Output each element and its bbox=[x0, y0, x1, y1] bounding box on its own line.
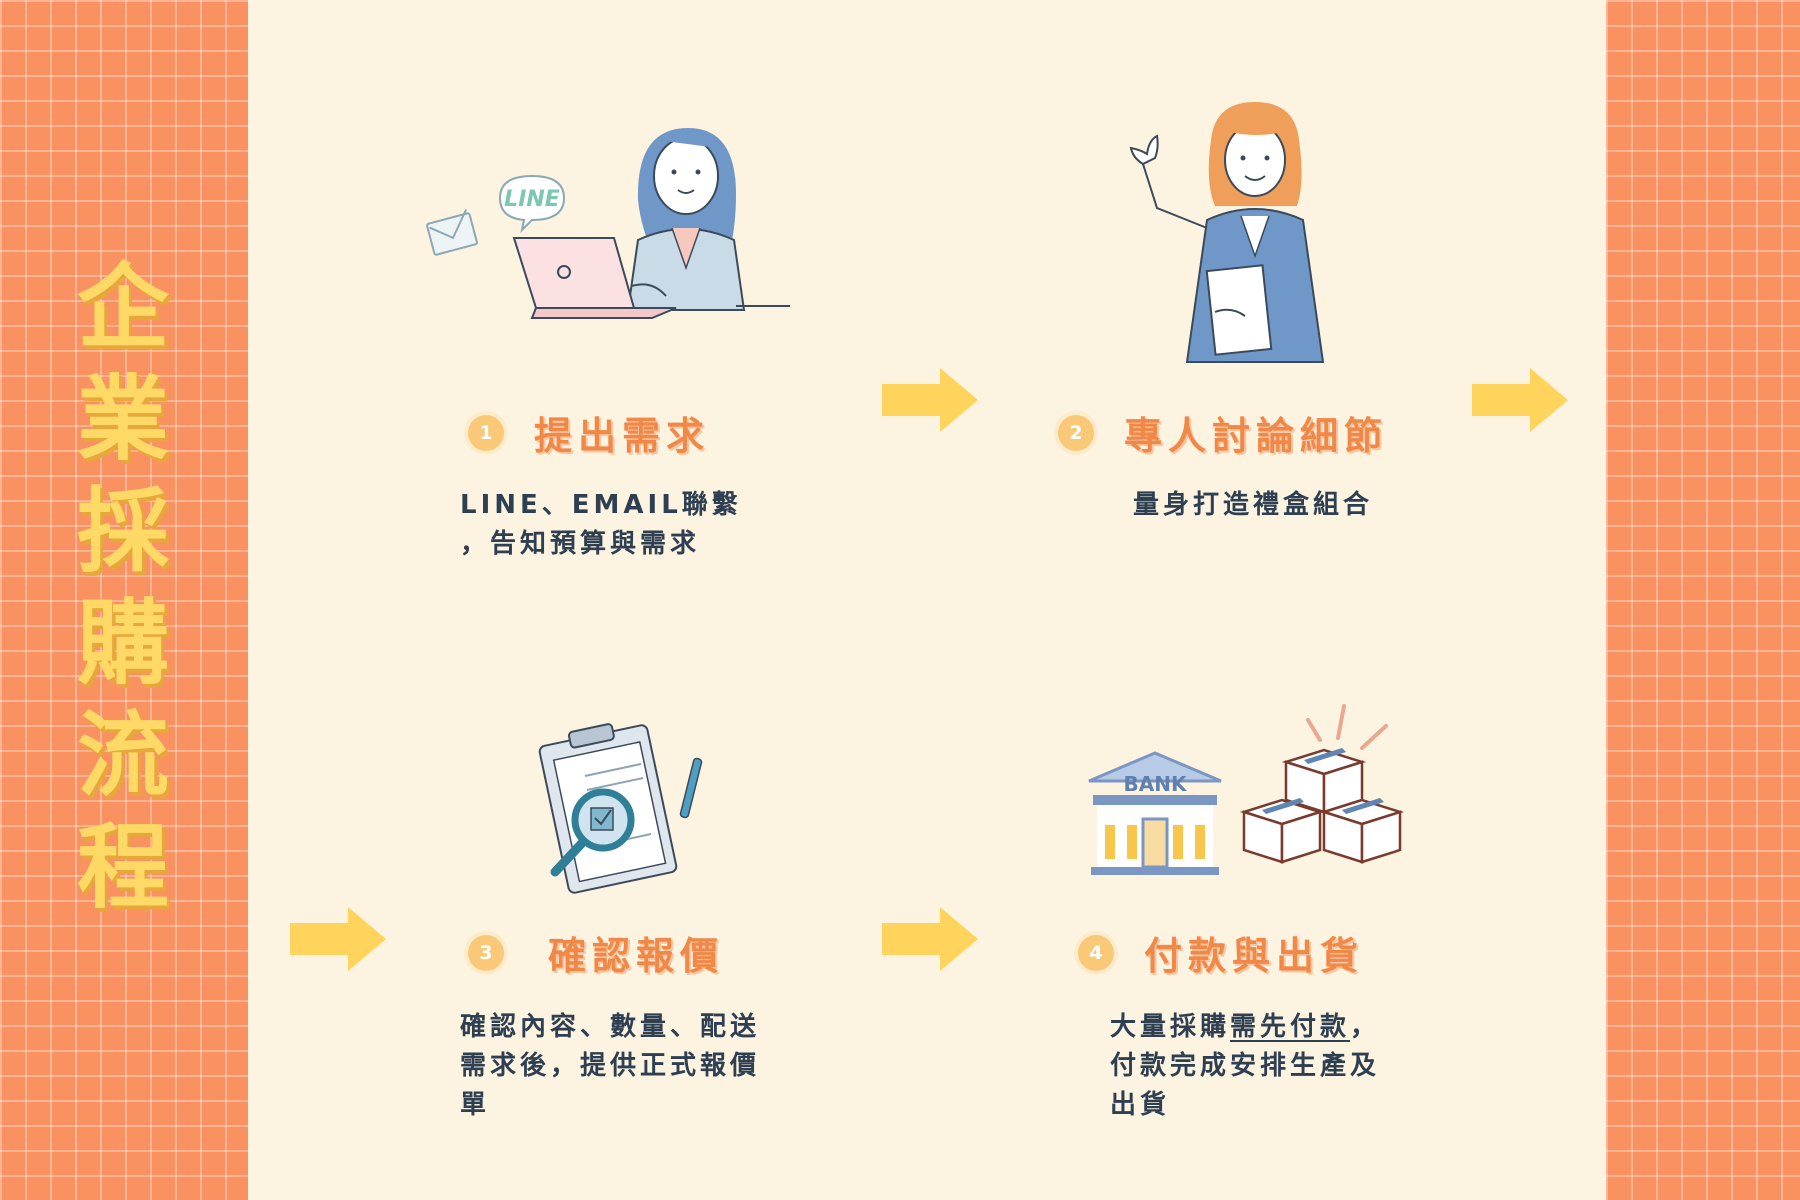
page-title: 企 業 採 購 流 程 bbox=[68, 252, 178, 924]
step-2-header: 2 專人討論細節 bbox=[1058, 405, 1388, 460]
desc-line: 量身打造禮盒組合 bbox=[1133, 490, 1374, 520]
step-title: 付款與出貨 bbox=[1144, 934, 1365, 978]
arrow-right-icon bbox=[882, 907, 978, 971]
title-char: 程 bbox=[76, 814, 169, 921]
desc-prefix: 大量採購 bbox=[1110, 1012, 1231, 1042]
bank-sign-text: BANK bbox=[1124, 772, 1188, 796]
line-logo-text: LINE bbox=[504, 187, 560, 212]
presenting-woman-illustration bbox=[1129, 102, 1325, 363]
step-number-badge: 2 bbox=[1058, 414, 1094, 451]
step-3-header: 3 確認報價 bbox=[468, 925, 724, 980]
step-1-header: 1 提出需求 bbox=[468, 405, 710, 460]
desc-line: 付款完成安排生產及 bbox=[1110, 1051, 1381, 1081]
desc-line: 大量採購需先付款， bbox=[1110, 1008, 1380, 1047]
title-char: 採 bbox=[76, 478, 169, 585]
desc-line: ，告知預算與需求 bbox=[460, 529, 701, 559]
step-title: 提出需求 bbox=[534, 414, 711, 458]
desc-underline: 需先付款 bbox=[1230, 1012, 1351, 1042]
arrow-right-icon bbox=[290, 907, 386, 971]
step-number-badge: 3 bbox=[468, 934, 504, 971]
bank-icon: BANK bbox=[1088, 751, 1222, 875]
desc-line: LINE、EMAIL聯繫 bbox=[460, 490, 742, 520]
desc-line: 單 bbox=[460, 1090, 491, 1120]
step-1-description: LINE、EMAIL聯繫 ，告知預算與需求 bbox=[460, 486, 742, 564]
title-char: 企 bbox=[76, 254, 169, 361]
step-4-description: 大量採購需先付款， 付款完成安排生產及 出貨 bbox=[1110, 1008, 1380, 1125]
desc-line: 需求後，提供正式報價 bbox=[460, 1051, 761, 1081]
title-char: 購 bbox=[76, 590, 169, 697]
main-panel bbox=[248, 0, 1606, 1200]
line-logo-icon: LINE bbox=[498, 174, 566, 234]
clipboard-magnifier-illustration bbox=[538, 723, 703, 894]
step-2-description: 量身打造禮盒組合 bbox=[1133, 486, 1373, 525]
envelope-icon bbox=[426, 209, 478, 256]
step-4-header: 4 付款與出貨 bbox=[1078, 925, 1364, 980]
right-grid-panel bbox=[1606, 0, 1800, 1200]
title-char: 流 bbox=[76, 702, 169, 809]
step-title: 專人討論細節 bbox=[1124, 414, 1389, 458]
desc-suffix: ， bbox=[1350, 1012, 1381, 1042]
arrow-right-icon bbox=[882, 368, 978, 432]
woman-laptop-illustration: LINE bbox=[426, 128, 790, 319]
step-number-badge: 4 bbox=[1078, 934, 1114, 971]
title-char: 業 bbox=[76, 366, 169, 473]
arrow-right-icon bbox=[1472, 368, 1568, 432]
step-3-description: 確認內容、數量、配送 需求後，提供正式報價 單 bbox=[460, 1008, 760, 1125]
desc-line: 確認內容、數量、配送 bbox=[460, 1012, 761, 1042]
step-number-badge: 1 bbox=[468, 414, 504, 451]
left-grid-panel bbox=[0, 0, 248, 1200]
desc-line: 出貨 bbox=[1110, 1090, 1171, 1120]
boxes-illustration bbox=[1239, 704, 1405, 864]
step-title: 確認報價 bbox=[548, 934, 725, 978]
